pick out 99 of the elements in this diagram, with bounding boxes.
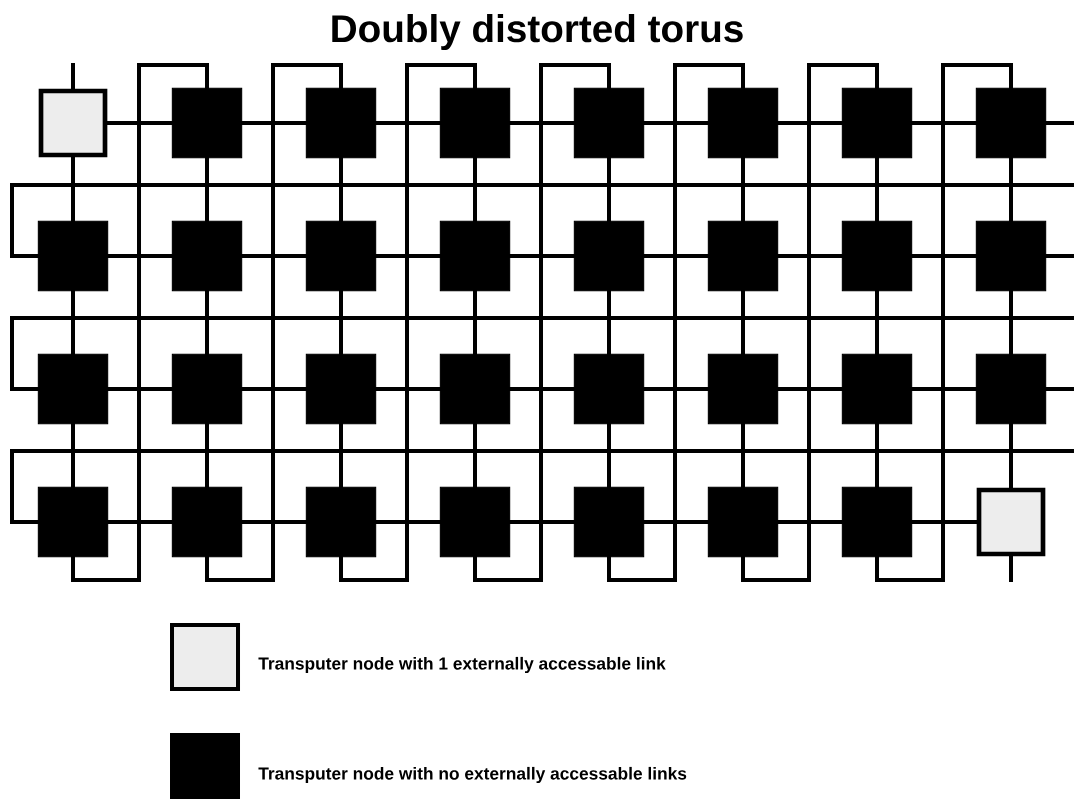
node-square xyxy=(38,88,108,158)
legend-text: Transputer node with 1 externally accessable link xyxy=(258,656,666,674)
link-line xyxy=(205,63,343,582)
link-line xyxy=(607,63,745,582)
link-line xyxy=(339,63,477,582)
link-line xyxy=(1009,156,1013,223)
link-line xyxy=(642,520,710,524)
node-square xyxy=(707,220,779,292)
link-line xyxy=(106,387,174,391)
link-line xyxy=(374,387,442,391)
link-line xyxy=(508,121,576,125)
link-line xyxy=(339,156,343,223)
link-line xyxy=(205,289,209,356)
title: Doubly distorted torus xyxy=(332,13,743,50)
link-line xyxy=(10,121,1074,258)
link-line xyxy=(374,520,442,524)
link-line xyxy=(642,121,710,125)
legend-text: Transputer node with no externally accessable links xyxy=(258,766,687,784)
link-line xyxy=(508,387,576,391)
node-square xyxy=(305,220,377,292)
link-line xyxy=(776,520,844,524)
link-line xyxy=(473,63,611,582)
node-square xyxy=(573,87,645,159)
link-line xyxy=(910,387,978,391)
link-line xyxy=(910,121,978,125)
link-line xyxy=(910,520,979,524)
link-line xyxy=(1009,289,1013,356)
node-square xyxy=(37,220,109,292)
node-square xyxy=(305,353,377,425)
node-square xyxy=(37,486,109,558)
node-square xyxy=(841,486,913,558)
link-line xyxy=(741,422,745,489)
link-line xyxy=(607,422,611,489)
node-square xyxy=(975,220,1047,292)
link-line xyxy=(240,387,308,391)
link-line xyxy=(1009,422,1013,490)
link-line xyxy=(240,254,308,258)
link-line xyxy=(240,520,308,524)
node-square xyxy=(707,87,779,159)
link-line xyxy=(607,289,611,356)
node-square xyxy=(573,486,645,558)
link-line xyxy=(374,254,442,258)
link-line xyxy=(106,520,174,524)
node-square xyxy=(975,87,1047,159)
node-square xyxy=(976,487,1046,557)
link-line xyxy=(1009,554,1013,582)
node-square xyxy=(171,353,243,425)
link-line xyxy=(875,422,879,489)
link-line xyxy=(71,155,75,223)
node-square xyxy=(439,87,511,159)
link-line xyxy=(741,63,879,582)
link-line xyxy=(105,121,174,125)
node-square xyxy=(975,353,1047,425)
link-line xyxy=(607,156,611,223)
node-square xyxy=(573,220,645,292)
link-line xyxy=(875,63,1013,582)
link-line xyxy=(240,121,308,125)
node-square xyxy=(305,87,377,159)
link-line xyxy=(741,156,745,223)
node-square xyxy=(171,87,243,159)
link-line xyxy=(339,289,343,356)
node-square xyxy=(305,486,377,558)
link-line xyxy=(10,254,1074,391)
link-line xyxy=(776,121,844,125)
node-square xyxy=(37,353,109,425)
node-square xyxy=(841,220,913,292)
link-line xyxy=(741,289,745,356)
link-line xyxy=(374,121,442,125)
node-square xyxy=(841,353,913,425)
link-line xyxy=(473,156,477,223)
link-line xyxy=(776,254,844,258)
link-line xyxy=(10,387,1074,524)
link-line xyxy=(642,387,710,391)
node-square xyxy=(171,220,243,292)
node-square xyxy=(439,220,511,292)
link-line xyxy=(875,289,879,356)
link-line xyxy=(776,387,844,391)
link-line xyxy=(71,63,209,582)
link-line xyxy=(205,422,209,489)
node-square xyxy=(707,486,779,558)
link-line xyxy=(508,254,576,258)
link-line xyxy=(473,289,477,356)
link-line xyxy=(205,156,209,223)
node-square xyxy=(439,486,511,558)
link-line xyxy=(71,63,75,91)
link-line xyxy=(339,422,343,489)
node-square xyxy=(841,87,913,159)
node-square xyxy=(707,353,779,425)
link-line xyxy=(642,254,710,258)
node-square xyxy=(439,353,511,425)
node-square xyxy=(171,486,243,558)
link-line xyxy=(508,520,576,524)
link-line xyxy=(875,156,879,223)
link-line xyxy=(473,422,477,489)
link-line xyxy=(71,289,75,356)
link-line xyxy=(910,254,978,258)
node-square xyxy=(573,353,645,425)
link-line xyxy=(106,254,174,258)
link-line xyxy=(71,422,75,489)
